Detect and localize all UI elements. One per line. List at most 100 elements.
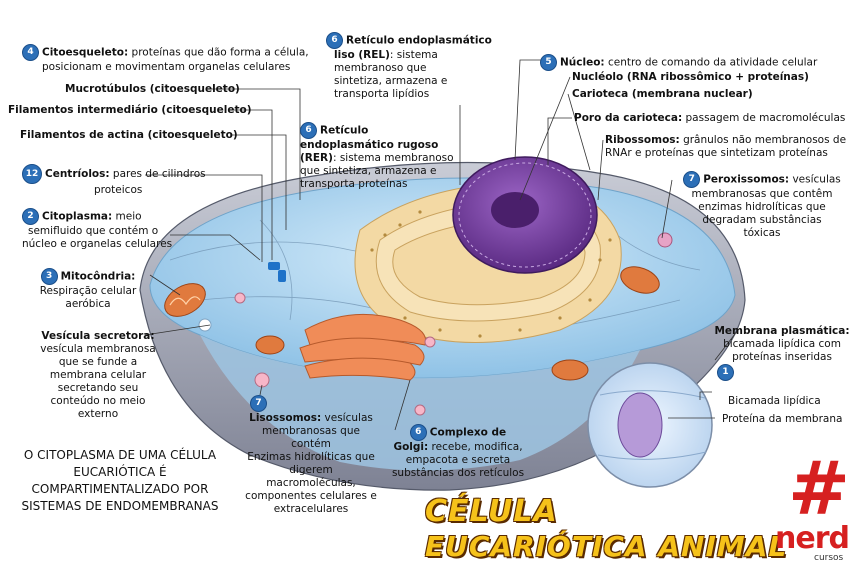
- label-bicamada: Bicamada lipídica: [728, 395, 821, 408]
- badge-mitocondria: 3: [40, 268, 58, 285]
- rel-line-2: sintetiza, armazena e: [334, 75, 448, 87]
- mitocondria-title: Mitocôndria:: [60, 270, 136, 283]
- golgi-title1: Complexo de: [429, 426, 507, 439]
- label-vesicula-secretora: Vesícula secretora: vesícula membranosa …: [18, 330, 178, 421]
- title-line1: CÉLULA: [425, 494, 558, 529]
- nerd-cursos-logo: # nerd cursos: [770, 449, 860, 573]
- lisossomos-line-3: digerem: [289, 464, 333, 476]
- logo-brand: nerd: [775, 521, 850, 556]
- rer-line-0: : sistema membranoso: [332, 152, 454, 164]
- peroxissomos-line-2: degradam substâncias: [702, 214, 822, 226]
- centriolos-desc1: pares de cilindros: [109, 168, 206, 180]
- vesicles: [198, 232, 673, 416]
- leader-lines: [144, 59, 739, 431]
- mitocondria-desc1: Respiração celular: [39, 285, 137, 297]
- badge-citoesqueleto: 4: [22, 44, 39, 61]
- vesicula-line-1: que se funde a: [58, 356, 138, 368]
- poro-desc: passagem de macromoléculas: [682, 112, 846, 124]
- lisossomos-line-0: membranosas que: [262, 425, 360, 437]
- nucleo-desc: centro de comando da atividade celular: [604, 56, 818, 69]
- citoesqueleto-desc2: posicionam e movimentam organelas celula…: [42, 61, 291, 73]
- golgi-apparatus: [299, 313, 427, 381]
- label-carioteca: Carioteca (membrana nuclear): [572, 88, 753, 101]
- nucleo-title: Núcleo:: [560, 56, 605, 69]
- ribossomos-desc1: grânulos não membranosos de: [679, 134, 847, 146]
- vesicula-title: Vesícula secretora:: [41, 330, 155, 342]
- membrane-protein: [617, 392, 663, 458]
- label-lisossomos: 7 Lisossomos: vesículas membranosas que …: [236, 395, 386, 516]
- vesicula-line-3: secretando seu: [57, 382, 139, 394]
- golgi-desc1: recebe, modifica,: [428, 441, 523, 453]
- centriolos-desc2: proteicos: [94, 184, 143, 196]
- label-filamentos-intermediario: Filamentos intermediário (citoesqueleto): [8, 104, 252, 117]
- filamentos-intermediario-title: Filamentos intermediário (citoesqueleto): [8, 104, 252, 116]
- membrana-title: Membrana plasmática:: [714, 325, 850, 337]
- citoesqueleto-title: Citoesqueleto:: [42, 46, 129, 59]
- badge-peroxissomos: 7: [683, 171, 701, 188]
- rel-title1: Retículo endoplasmático: [346, 34, 492, 47]
- lisossomos-line-1: contém: [291, 438, 331, 450]
- peroxissomos-line-1: enzimas hidrolíticas que: [698, 201, 826, 213]
- badge-golgi: 6: [409, 424, 427, 441]
- badge-lisossomos: 7: [250, 395, 267, 412]
- peroxissomos-line-0: membranosas que contêm: [691, 188, 833, 200]
- ribosomes: [370, 210, 612, 338]
- rel-line-1: membranoso que: [334, 62, 427, 74]
- vesicula-line-2: membrana celular: [49, 369, 147, 381]
- nuclear-envelope-dash: [458, 162, 592, 268]
- mitocondria-desc2: aeróbica: [65, 298, 111, 310]
- label-membrana-plasmatica: Membrana plasmática: bicamada lipídica c…: [712, 325, 852, 381]
- rer-title3: (RER): [300, 152, 333, 164]
- logo-sub: cursos: [814, 553, 844, 563]
- microtubulos-title: Mucrotúbulos (citoesqueleto): [65, 83, 240, 95]
- rer-title1: Retículo: [320, 124, 369, 137]
- carioteca-title: Carioteca (membrana nuclear): [572, 88, 753, 100]
- vesicula-line-0: vesícula membranosa: [40, 343, 156, 355]
- golgi-line-1: substâncias dos retículos: [391, 467, 525, 479]
- peroxissomos-title: Peroxissomos:: [703, 173, 790, 186]
- citoplasma-desc2: semifluido que contém o: [28, 225, 159, 237]
- poro-title: Poro da carioteca:: [574, 112, 683, 124]
- badge-nucleo: 5: [540, 54, 557, 71]
- rer-line-1: que sintetiza, armazena e: [300, 165, 437, 177]
- centrioles: [268, 262, 286, 282]
- citoplasma-title: Citoplasma:: [42, 210, 113, 223]
- bicamada-title: Bicamada lipídica: [728, 395, 821, 407]
- rer-title2: endoplasmático rugoso: [300, 139, 439, 151]
- citoplasma-desc3: núcleo e organelas celulares: [22, 238, 173, 250]
- citoesqueleto-desc1: proteínas que dão forma a célula,: [128, 46, 309, 59]
- lisossomos-line-5: componentes celulares e: [245, 490, 377, 502]
- badge-rel: 6: [326, 32, 343, 49]
- title-line2: EUCARIÓTICA ANIMAL: [425, 530, 788, 563]
- vesicula-line-4: conteúdo no meio: [50, 395, 146, 407]
- lipid-bilayer: [597, 390, 707, 460]
- citoplasma-desc1: meio: [112, 210, 142, 223]
- vesicula-line-5: externo: [77, 408, 119, 420]
- membrana-desc2: proteínas inseridas: [732, 351, 832, 363]
- nucleolo-title: Nucléolo (RNA ribossômico + proteínas): [572, 71, 809, 83]
- lisossomos-line-6: extracelulares: [273, 503, 349, 515]
- peroxissomos-desc1: vesículas: [789, 173, 841, 186]
- rer-line-2: transporta proteínas: [300, 178, 408, 190]
- peroxissomos-line-3: tóxicas: [743, 227, 781, 239]
- label-poro-carioteca: Poro da carioteca: passagem de macromolé…: [574, 112, 845, 125]
- ribossomos-title: Ribossomos:: [605, 134, 680, 146]
- badge-membrana: 1: [717, 364, 734, 381]
- label-ribossomos: Ribossomos: grânulos não membranosos de …: [605, 134, 846, 160]
- rel-title2: liso (REL): [334, 49, 390, 61]
- badge-rer: 6: [300, 122, 317, 139]
- lisossomos-desc1: vesículas: [321, 412, 373, 424]
- badge-citoplasma: 2: [22, 208, 39, 225]
- membrana-desc1: bicamada lipídica com: [723, 338, 841, 350]
- centriolos-title: Centríolos:: [45, 168, 110, 180]
- proteina-membrana-title: Proteína da membrana: [722, 413, 843, 425]
